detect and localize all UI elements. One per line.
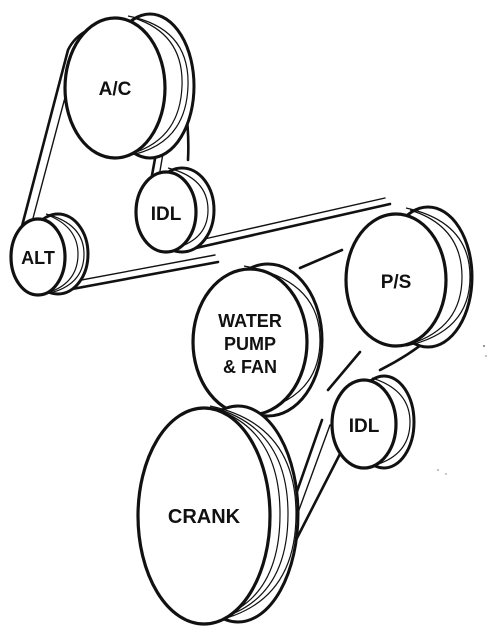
alternator-pulley: ALT [9,212,90,297]
ac-label: A/C [99,79,132,100]
crank-pulley: CRANK [136,404,300,626]
water-pump-label-line2: PUMP [224,334,276,354]
idler-pulley-top: IDL [134,166,216,254]
power-steering-pulley: P/S [344,205,474,349]
scan-specks [437,345,487,475]
idler-pulley-bottom: IDL [330,374,416,470]
water-pump-fan-pulley: WATER PUMP & FAN [191,262,324,418]
idl-top-label: IDL [151,204,182,225]
alt-label: ALT [21,248,55,268]
idl-bottom-label: IDL [349,416,380,437]
water-pump-label-line3: & FAN [223,357,277,377]
water-pump-label-line1: WATER [218,311,282,331]
ac-pulley: A/C [63,12,196,160]
crank-label: CRANK [168,506,241,528]
ps-label: P/S [381,272,412,293]
